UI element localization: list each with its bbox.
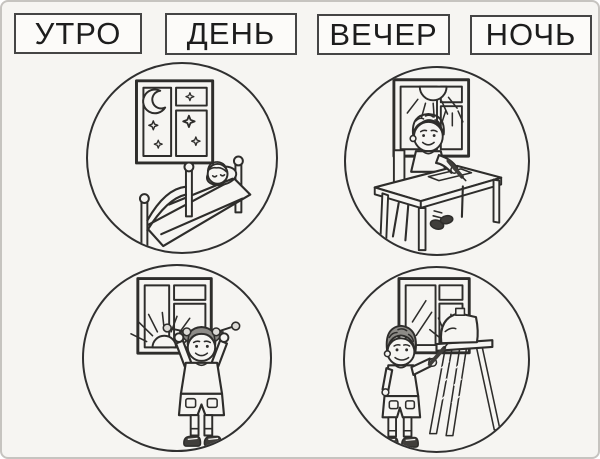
- sleeping-child-icon: [206, 161, 229, 185]
- word-card-label: ДЕНЬ: [186, 16, 276, 51]
- dumbbell-icon: [211, 321, 241, 337]
- dumbbell-icon: [162, 323, 192, 337]
- night-sleeping-illustration: [135, 79, 252, 252]
- day-studying-illustration: [373, 78, 503, 252]
- word-card-night[interactable]: НОЧЬ: [470, 15, 592, 55]
- desk-icon: [373, 164, 503, 252]
- sun-icon: [418, 85, 448, 102]
- picture-card-night-sleeping[interactable]: [86, 62, 278, 254]
- feet-under-desk-icon: [429, 210, 454, 231]
- child-exercising-icon: [162, 321, 241, 447]
- writing-arm-icon: [434, 154, 467, 182]
- word-card-label: УТРО: [34, 15, 122, 51]
- paintbrush-icon: [427, 346, 447, 367]
- picture-card-day-studying[interactable]: [344, 66, 530, 256]
- window-glare-icon: [411, 299, 433, 337]
- morning-exercise-illustration: [130, 277, 241, 447]
- picture-card-evening-painting[interactable]: [343, 266, 530, 453]
- word-card-label: НОЧЬ: [485, 17, 577, 52]
- sun-rays-icon: [406, 96, 464, 127]
- word-card-day[interactable]: ДЕНЬ: [165, 13, 297, 55]
- word-card-label: ВЕЧЕР: [329, 16, 438, 52]
- word-card-morning[interactable]: УТРО: [14, 13, 142, 54]
- moon-icon: [142, 88, 167, 115]
- canvas-icon: [439, 312, 479, 345]
- picture-card-morning-exercise[interactable]: [82, 264, 272, 452]
- sun-rays-icon: [130, 311, 178, 343]
- evening-painting-illustration: [380, 277, 501, 448]
- easel-icon: [428, 307, 501, 437]
- bed-icon: [138, 155, 252, 252]
- window-night-icon: [135, 79, 215, 165]
- stars-icon: [148, 92, 201, 149]
- word-card-evening[interactable]: ВЕЧЕР: [317, 14, 450, 55]
